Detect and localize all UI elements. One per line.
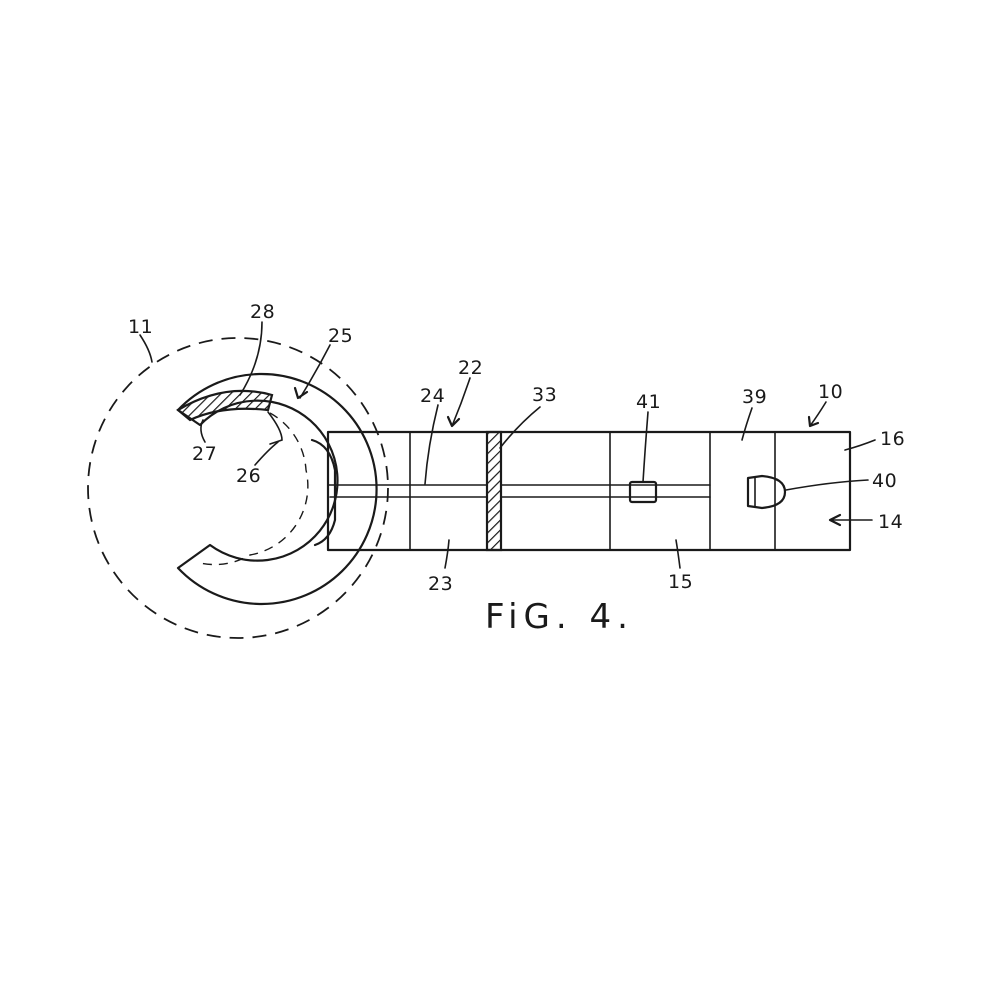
ref-label-25: 25 <box>328 325 353 347</box>
leader-28 <box>239 321 263 396</box>
ref-label-39: 39 <box>742 386 767 408</box>
ref-label-33: 33 <box>532 384 557 406</box>
ref-label-26: 26 <box>236 465 261 487</box>
inner-dashed-arc <box>199 412 309 566</box>
ref-label-40: 40 <box>872 470 897 492</box>
leader-33 <box>499 406 541 449</box>
ref-label-27: 27 <box>192 443 217 465</box>
hatched-partition-33 <box>485 430 503 552</box>
leader-24 <box>424 404 439 485</box>
device-body-10 <box>326 430 852 552</box>
ref-label-23: 23 <box>428 573 453 595</box>
leader-22 <box>451 377 471 427</box>
ref-label-22: 22 <box>458 357 483 379</box>
leader-15 <box>675 539 681 569</box>
leader-11 <box>139 334 153 363</box>
leader-10 <box>809 401 827 427</box>
arrow-25 <box>293 386 309 400</box>
arrow-14 <box>828 513 842 527</box>
arm-slot <box>310 438 337 547</box>
leader-39 <box>741 407 753 441</box>
ref-label-10: 10 <box>818 381 843 403</box>
inner-groove-26 <box>267 411 283 445</box>
ref-label-15: 15 <box>668 571 693 593</box>
c-clamp-25 <box>176 372 378 606</box>
leader-23 <box>444 539 450 569</box>
dashed-circle-11 <box>87 337 389 639</box>
leader-26 <box>254 441 279 466</box>
lamp-40 <box>746 474 787 510</box>
ref-label-14: 14 <box>878 511 903 533</box>
leader-25 <box>299 344 331 399</box>
ref-label-28: 28 <box>250 301 275 323</box>
leader-27 <box>200 419 206 443</box>
ref-label-16: 16 <box>880 428 905 450</box>
ref-label-41: 41 <box>636 391 661 413</box>
leader-41 <box>642 411 649 483</box>
arrow-22 <box>446 415 461 428</box>
ref-label-11: 11 <box>128 316 153 338</box>
ref-label-24: 24 <box>420 385 445 407</box>
figure-caption: FiG. 4. <box>485 597 634 637</box>
hatched-insert-28 <box>176 389 274 422</box>
leader-16 <box>844 439 876 451</box>
arrow-10 <box>807 415 820 428</box>
leader-40 <box>785 479 869 491</box>
